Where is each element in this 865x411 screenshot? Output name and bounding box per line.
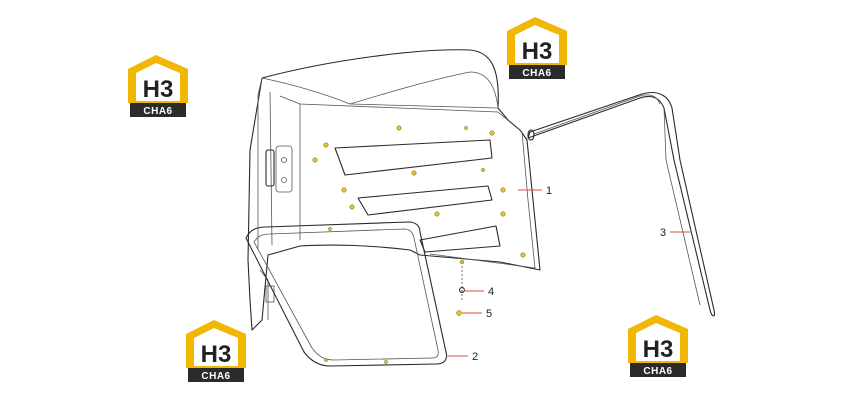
part-5-nut [456, 310, 462, 316]
part-4-bolt [459, 259, 465, 300]
part-2-window-frame [245, 221, 448, 367]
vent-slot-1 [334, 139, 493, 176]
logo-main-text: H3 [522, 38, 553, 65]
hinge-bracket [265, 149, 275, 187]
callout-2: 2 [472, 351, 478, 363]
part-3-seal-strip [527, 91, 716, 317]
logo-watermark-top-left: H3 CHA6 [128, 55, 188, 117]
hinge-plate [275, 145, 293, 193]
logo-main-text: H3 [643, 336, 674, 363]
callout-3: 3 [660, 227, 666, 239]
logo-band-text: CHA6 [643, 366, 672, 377]
logo-band-text: CHA6 [201, 371, 230, 382]
part-1-cover-body [247, 49, 541, 331]
logo-watermark-bottom-left: H3 CHA6 [186, 320, 246, 382]
callout-1: 1 [546, 185, 552, 197]
vent-slot-3 [419, 225, 501, 253]
callout-5: 5 [486, 308, 492, 320]
logo-watermark-top-right: H3 CHA6 [507, 17, 567, 79]
logo-watermark-bottom-right: H3 CHA6 [628, 315, 688, 377]
vent-slot-2 [357, 185, 493, 216]
logo-main-text: H3 [201, 341, 232, 368]
logo-main-text: H3 [143, 76, 174, 103]
logo-band-text: CHA6 [522, 68, 551, 79]
logo-band-text: CHA6 [143, 106, 172, 117]
callout-4: 4 [488, 286, 494, 298]
